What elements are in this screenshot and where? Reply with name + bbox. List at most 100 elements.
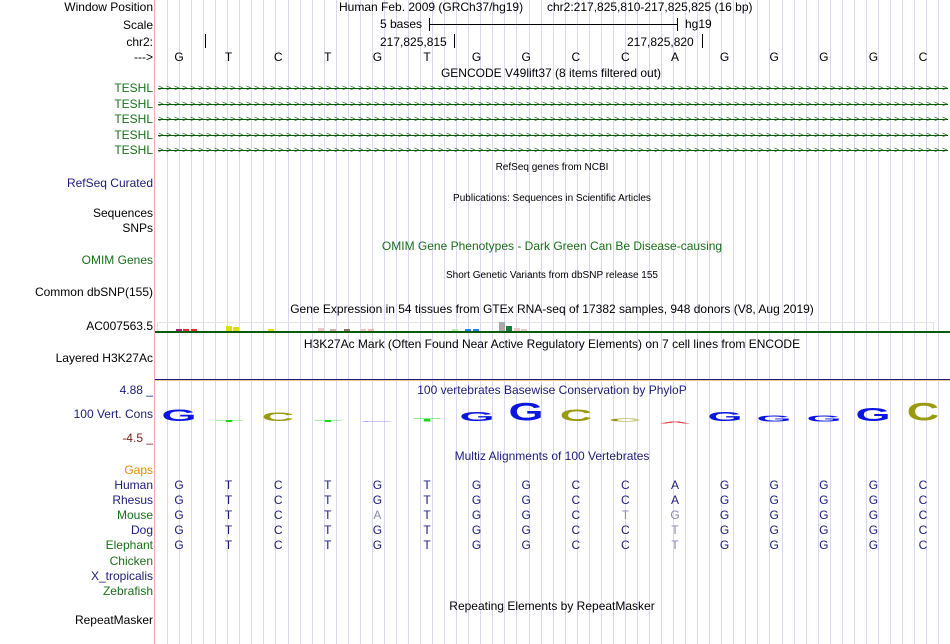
gtex-bar[interactable] [521, 329, 527, 331]
gtex-bar[interactable] [176, 329, 182, 331]
strand-arrow-icon: > [734, 98, 740, 109]
gene-label[interactable]: TESHL [114, 81, 153, 95]
label-phylop[interactable]: 100 Vert. Cons [73, 407, 153, 421]
h3k27ac-title[interactable]: H3K27Ac Mark (Often Found Near Active Re… [303, 337, 801, 351]
strand-arrow-icon: > [310, 83, 316, 93]
strand-arrow-icon: > [262, 98, 268, 109]
gtex-bar[interactable] [499, 322, 505, 331]
strand-arrow-icon: > [158, 114, 164, 124]
refseq-title[interactable]: RefSeq genes from NCBI [495, 162, 609, 173]
alignment-base: C [273, 538, 283, 553]
base-letter: T [224, 50, 233, 64]
species-label[interactable]: Elephant [105, 538, 153, 553]
gtex-bar[interactable] [226, 326, 232, 331]
strand-arrow-icon: > [766, 98, 772, 109]
alignment-base: G [521, 478, 531, 492]
gene-feature[interactable]: >>>>>>>>>>>>>>>>>>>>>>>>>>>>>>>>>>>>>>>>… [158, 99, 948, 109]
species-label[interactable]: Rhesus [112, 493, 153, 508]
gene-label[interactable]: TESHL [114, 143, 153, 157]
gtex-bar[interactable] [368, 329, 374, 331]
strand-arrow-icon: > [278, 129, 284, 140]
species-label[interactable]: Zebrafish [102, 583, 153, 598]
gtex-bar[interactable] [465, 329, 471, 331]
gtex-bar[interactable] [473, 329, 479, 331]
gtex-bar[interactable] [360, 329, 366, 331]
gtex-bar[interactable] [452, 329, 458, 331]
species-label[interactable]: X_tropicalis [90, 568, 153, 583]
publications-title[interactable]: Publications: Sequences in Scientific Ar… [453, 193, 651, 204]
label-strand[interactable]: ---> [134, 50, 153, 64]
strand-arrow-icon: > [390, 129, 396, 140]
strand-arrow-icon: > [878, 83, 884, 93]
strand-arrow-icon: > [406, 145, 412, 155]
label-window-position: Window Position [64, 0, 153, 14]
strand-arrow-icon: > [542, 98, 548, 109]
label-h3k27ac[interactable]: Layered H3K27Ac [55, 351, 153, 365]
phylop-title[interactable]: 100 vertebrates Basewise Conservation by… [417, 383, 687, 397]
gtex-bar[interactable] [506, 326, 512, 331]
strand-arrow-icon: > [238, 98, 244, 109]
label-omim[interactable]: OMIM Genes [81, 253, 153, 267]
h3k27ac-baseline-shadow [155, 380, 950, 381]
gene-label[interactable]: TESHL [114, 127, 153, 142]
gencode-title[interactable]: GENCODE V49lift37 (8 items filtered out) [440, 66, 662, 80]
gene-feature[interactable]: >>>>>>>>>>>>>>>>>>>>>>>>>>>>>>>>>>>>>>>>… [158, 130, 948, 140]
label-repeatmasker[interactable]: RepeatMasker [74, 613, 153, 627]
species-label[interactable]: Chicken [109, 553, 153, 568]
multiz-title[interactable]: Multiz Alignments of 100 Vertebrates [454, 449, 650, 463]
label-dbsnp[interactable]: Common dbSNP(155) [34, 285, 153, 299]
base-letter: C [571, 50, 581, 64]
strand-arrow-icon: > [630, 145, 636, 155]
strand-arrow-icon: > [302, 129, 308, 140]
base-letter: T [324, 50, 332, 64]
strand-arrow-icon: > [550, 145, 556, 155]
strand-arrow-icon: > [838, 83, 844, 93]
label-sequences[interactable]: Sequences [92, 206, 153, 220]
strand-arrow-icon: > [254, 129, 260, 140]
strand-arrow-icon: > [742, 145, 748, 155]
alignment-base: C [918, 478, 928, 492]
strand-arrow-icon: > [862, 98, 868, 109]
strand-arrow-icon: > [806, 114, 812, 124]
gtex-bar[interactable] [318, 328, 324, 331]
strand-arrow-icon: > [846, 129, 852, 140]
gene-feature[interactable]: >>>>>>>>>>>>>>>>>>>>>>>>>>>>>>>>>>>>>>>>… [158, 114, 948, 124]
strand-arrow-icon: > [854, 98, 860, 109]
gtex-bar[interactable] [344, 329, 350, 331]
gene-label[interactable]: TESHL [114, 96, 153, 111]
repeatmasker-title[interactable]: Repeating Elements by RepeatMasker [449, 599, 655, 613]
strand-arrow-icon: > [478, 98, 484, 109]
dbsnp-title[interactable]: Short Genetic Variants from dbSNP releas… [446, 270, 658, 281]
strand-arrow-icon: > [806, 98, 812, 109]
strand-arrow-icon: > [230, 129, 236, 140]
strand-arrow-icon: > [486, 114, 492, 124]
strand-arrow-icon: > [774, 83, 780, 93]
gene-feature[interactable]: >>>>>>>>>>>>>>>>>>>>>>>>>>>>>>>>>>>>>>>>… [158, 83, 948, 93]
label-chrom: chr2: [126, 35, 153, 49]
gtex-bar[interactable] [330, 329, 336, 331]
label-snps[interactable]: SNPs [122, 221, 153, 235]
gtex-bar[interactable] [191, 329, 197, 331]
strand-arrow-icon: > [166, 129, 172, 140]
species-label[interactable]: Human [114, 478, 153, 492]
strand-arrow-icon: > [830, 114, 836, 124]
gtex-bar[interactable] [233, 327, 239, 331]
gtex-bar[interactable] [183, 329, 189, 331]
strand-arrow-icon: > [502, 114, 508, 124]
position-tick [454, 34, 455, 48]
gtex-title[interactable]: Gene Expression in 54 tissues from GTEx … [290, 302, 814, 316]
species-label[interactable]: Dog [130, 523, 153, 538]
gene-feature[interactable]: >>>>>>>>>>>>>>>>>>>>>>>>>>>>>>>>>>>>>>>>… [158, 145, 948, 155]
label-gtex-gene[interactable]: AC007563.5 [86, 319, 153, 333]
gtex-bar[interactable] [514, 328, 520, 331]
omim-title[interactable]: OMIM Gene Phenotypes - Dark Green Can Be… [381, 239, 723, 253]
strand-arrow-icon: > [614, 129, 620, 140]
gtex-bar[interactable] [268, 329, 274, 331]
species-label[interactable]: Mouse [116, 508, 153, 523]
strand-arrow-icon: > [230, 98, 236, 109]
strand-arrow-icon: > [582, 98, 588, 109]
gene-label[interactable]: TESHL [114, 112, 153, 126]
label-refseq[interactable]: RefSeq Curated [66, 176, 153, 190]
strand-arrow-icon: > [774, 145, 780, 155]
